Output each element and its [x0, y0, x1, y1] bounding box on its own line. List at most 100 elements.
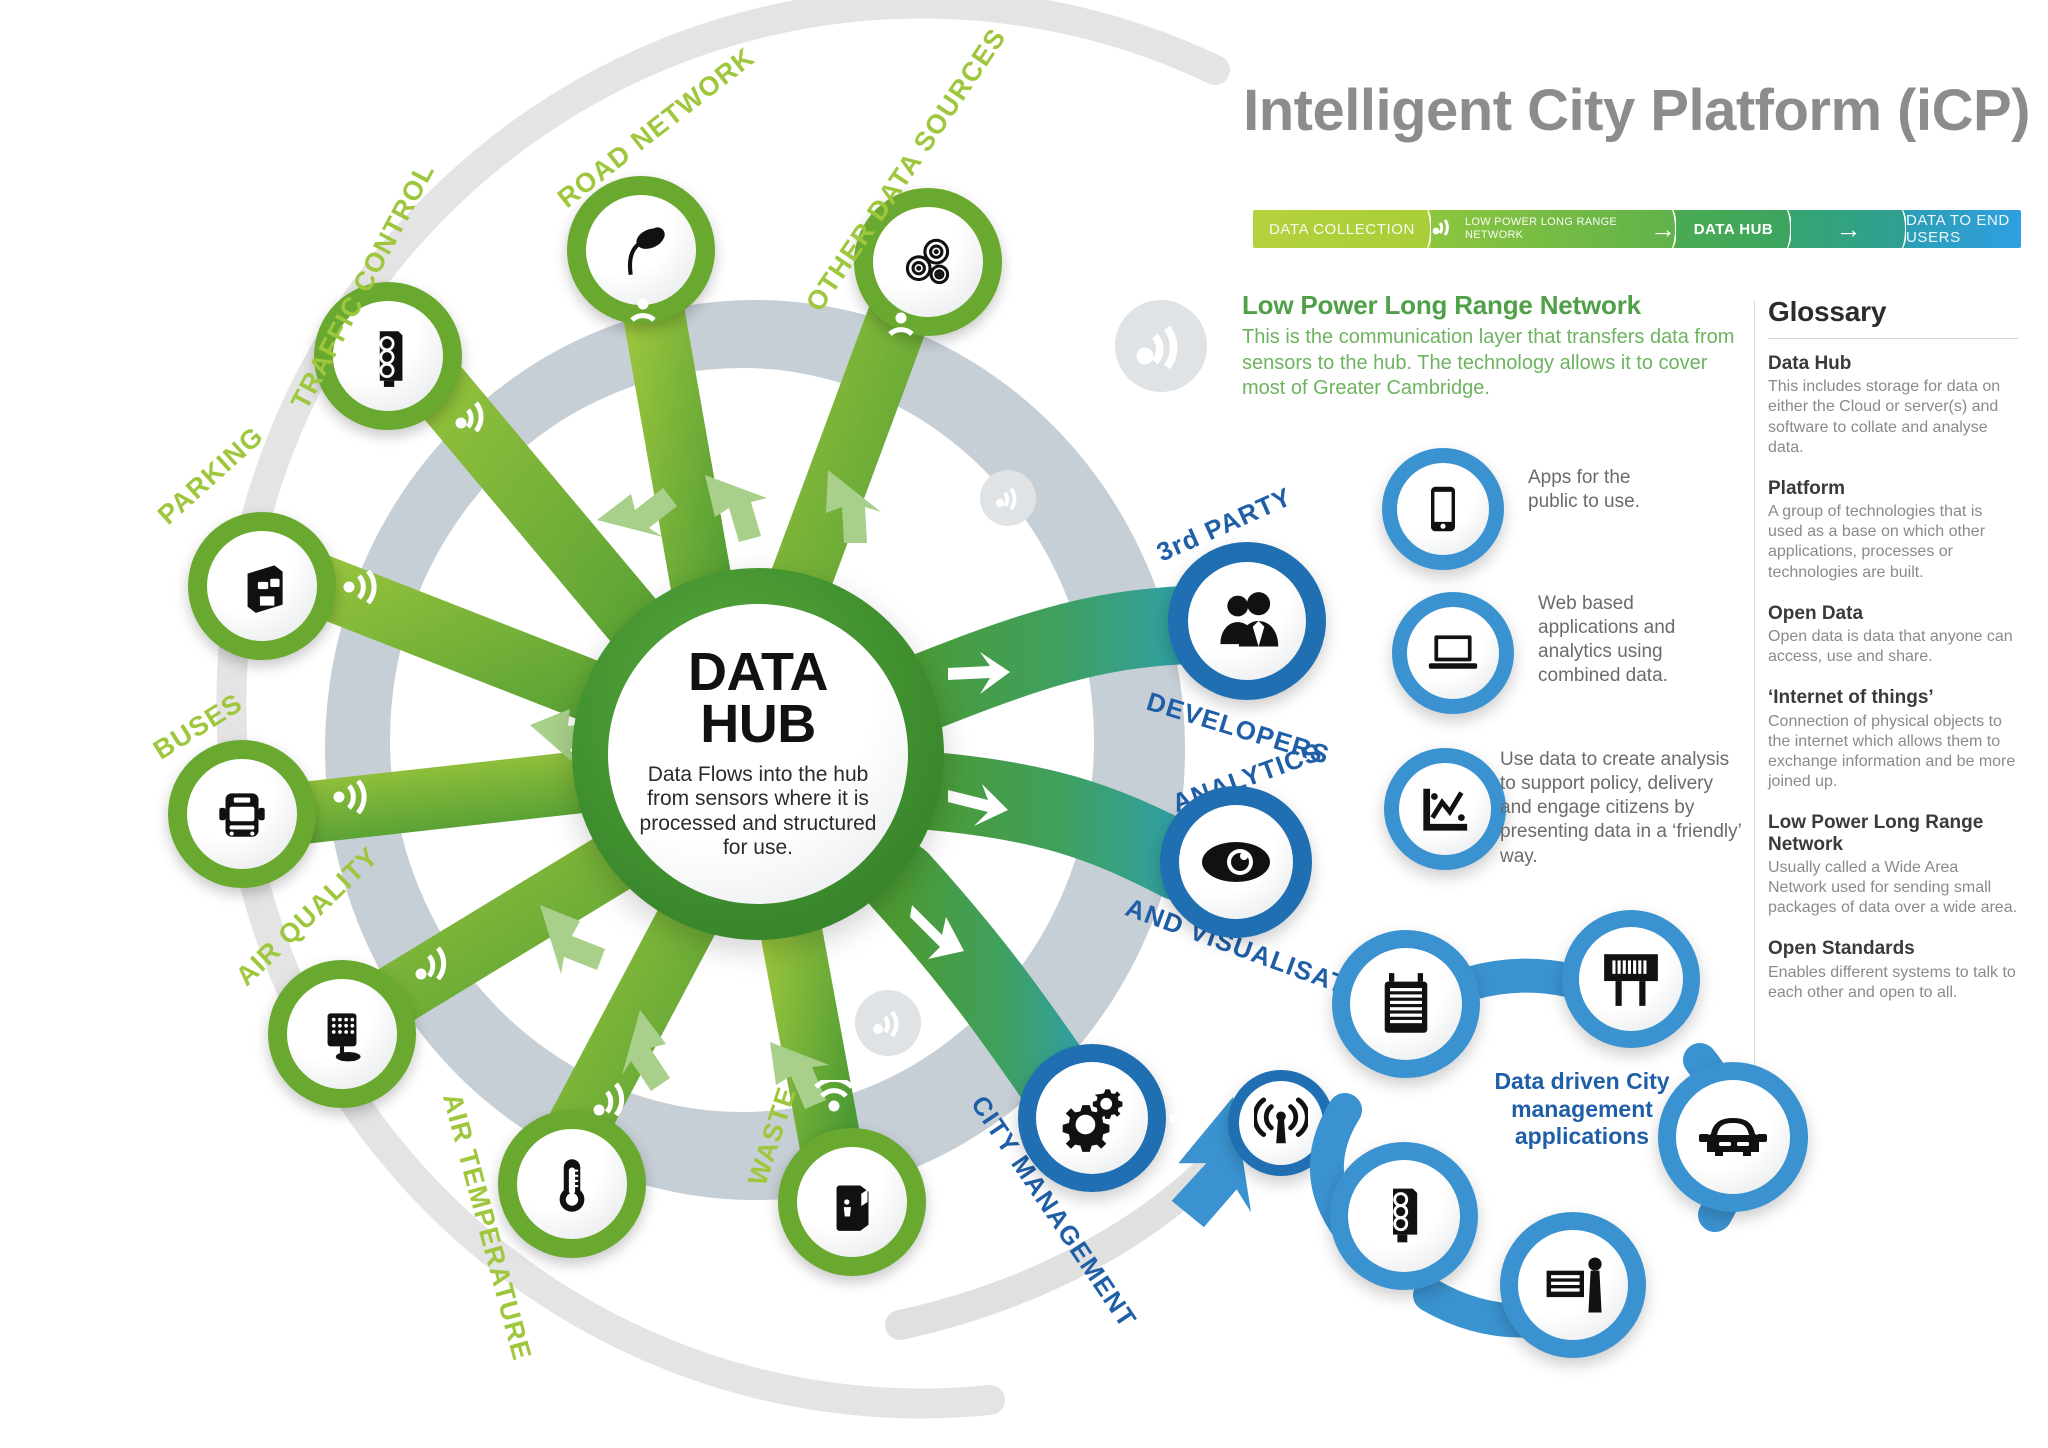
process-step-data-collection[interactable]: DATA COLLECTION: [1253, 210, 1432, 248]
output-text-analysis: Use data to create analysis to support p…: [1500, 749, 1742, 867]
concentric-circles-icon: [873, 207, 983, 317]
app-node-message-sign[interactable]: [1562, 910, 1700, 1048]
wifi-icon: [412, 946, 456, 985]
output-text-apps: Apps for the public to use.: [1528, 467, 1640, 513]
glossary-definition: Usually called a Wide Area Network used …: [1768, 858, 2018, 917]
network-body: This is the communication layer that tra…: [1242, 326, 1735, 400]
glossary-item: Open Standards Enables different systems…: [1768, 938, 2018, 1003]
wifi-icon: [880, 310, 922, 345]
sensor-bubble[interactable]: [778, 1128, 926, 1276]
app-node-traffic-light[interactable]: [1330, 1142, 1478, 1290]
process-bar: DATA COLLECTION LOW POWER LONG RANGE NET…: [1253, 210, 2021, 248]
network-info-block: Low Power Long Range Network This is the…: [1242, 290, 1742, 402]
waste-bin-icon: [797, 1147, 907, 1257]
glossary-definition: Enables different systems to talk to eac…: [1768, 963, 2016, 1001]
output-node-analysis[interactable]: [1384, 748, 1506, 870]
glossary-divider: [1754, 300, 1755, 1120]
eye-icon: [1179, 805, 1293, 919]
wifi-icon: [340, 569, 384, 609]
process-step-end-users[interactable]: DATA TO END USERS: [1906, 210, 2021, 248]
arrow-right-icon: [1340, 1104, 1386, 1138]
bus-icon: [187, 759, 297, 869]
wifi-icon: [590, 1082, 634, 1121]
arrow-right-icon: →: [1835, 214, 1862, 244]
glossary-term: Low Power Long Range Network: [1768, 812, 1984, 855]
sensor-bubble[interactable]: [567, 176, 715, 324]
air-quality-sensor-icon: [287, 979, 397, 1089]
sensor-bubble[interactable]: [854, 188, 1002, 336]
data-hub-node[interactable]: DATA HUB Data Flows into the hub from se…: [572, 568, 944, 940]
glossary-item: Open Data Open data is data that anyone …: [1768, 603, 2018, 668]
branch-node-developers[interactable]: [1168, 542, 1326, 700]
people-icon: [1188, 562, 1306, 680]
traffic-light-icon: [1348, 1160, 1460, 1272]
page-title: Intelligent City Platform (iCP): [1243, 78, 2030, 143]
glossary-item: Data Hub This includes storage for data …: [1768, 353, 2018, 458]
sensor-bubble[interactable]: [188, 512, 336, 660]
arrow-up-right-icon: [1330, 518, 1370, 558]
glossary-definition: Connection of physical objects to the in…: [1768, 712, 2016, 791]
branch-node-analytics[interactable]: [1160, 786, 1312, 938]
glossary-item: Platform A group of technologies that is…: [1768, 478, 2018, 583]
arrow-right-icon: [1336, 642, 1376, 678]
glossary-definition: Open data is data that anyone can access…: [1768, 628, 2013, 666]
arrow-right-icon: [1168, 1104, 1214, 1138]
data-hub-inner: DATA HUB Data Flows into the hub from se…: [608, 604, 908, 904]
glossary-term: ‘Internet of things’: [1768, 687, 1934, 709]
wifi-icon-badge: [980, 470, 1036, 526]
output-node-apps[interactable]: [1382, 448, 1504, 570]
sensor-bubble[interactable]: [168, 740, 316, 888]
glossary-heading: Glossary: [1768, 296, 1887, 327]
process-step-label: DATA TO END USERS: [1906, 212, 2010, 246]
wifi-icon: [452, 398, 492, 437]
output-node-web-apps[interactable]: [1392, 592, 1514, 714]
wifi-icon: [1431, 217, 1455, 242]
glossary-panel: Glossary Data Hub This includes storage …: [1768, 296, 2018, 1023]
process-step-transfer[interactable]: →: [1791, 210, 1907, 248]
data-hub-description: Data Flows into the hub from sensors whe…: [639, 763, 877, 860]
data-hub-title-line1: DATA: [688, 642, 828, 703]
sensor-bubble[interactable]: [498, 1110, 646, 1258]
arrow-right-icon: [1326, 800, 1366, 836]
chart-icon: [1399, 763, 1491, 855]
arrow-right-icon: →: [1650, 214, 1676, 244]
wifi-icon: [622, 296, 664, 331]
network-heading: Low Power Long Range Network: [1242, 290, 1641, 320]
city-applications-caption: Data driven City management applications: [1494, 1068, 1670, 1150]
broadcast-antenna-icon: [1239, 1081, 1323, 1165]
branch-node-city-management[interactable]: [1018, 1044, 1166, 1192]
glossary-definition: A group of technologies that is used as …: [1768, 503, 1986, 581]
app-node-car[interactable]: [1658, 1062, 1808, 1212]
glossary-term: Data Hub: [1768, 353, 1852, 374]
glossary-term: Platform: [1768, 477, 1846, 499]
wifi-icon-badge: [855, 990, 921, 1056]
smartphone-icon: [1397, 463, 1489, 555]
car-icon: [1676, 1080, 1790, 1194]
process-step-network[interactable]: LOW POWER LONG RANGE NETWORK →: [1431, 210, 1677, 248]
data-hub-title-line2: HUB: [700, 694, 816, 755]
app-node-parking-sign[interactable]: [1500, 1212, 1646, 1358]
glossary-term: Open Data: [1768, 602, 1864, 624]
sensor-bubble[interactable]: [314, 282, 462, 430]
glossary-item: Low Power Long Range Network Usually cal…: [1768, 812, 2018, 918]
app-node-ticket-machine[interactable]: [1332, 930, 1480, 1078]
process-step-label: DATA COLLECTION: [1269, 220, 1415, 238]
ticket-machine-icon: [1350, 948, 1462, 1060]
glossary-term: Open Standards: [1768, 938, 1915, 960]
wifi-icon: [330, 779, 374, 819]
glossary-item: ‘Internet of things’ Connection of physi…: [1768, 687, 2018, 792]
traffic-camera-icon: [586, 195, 696, 305]
parking-meter-icon: [207, 531, 317, 641]
wifi-icon: [812, 1076, 856, 1117]
process-step-label: LOW POWER LONG RANGE NETWORK: [1465, 216, 1618, 241]
output-text-web-apps: Web based applications and analytics usi…: [1538, 593, 1676, 687]
sensor-bubble[interactable]: [268, 960, 416, 1108]
thermometer-icon: [517, 1129, 627, 1239]
relay-node-broadcast[interactable]: [1228, 1070, 1334, 1176]
glossary-definition: This includes storage for data on either…: [1768, 378, 2001, 456]
gears-icon: [1036, 1062, 1148, 1174]
parking-sign-icon: [1518, 1230, 1628, 1340]
process-step-label: DATA HUB: [1693, 220, 1774, 238]
